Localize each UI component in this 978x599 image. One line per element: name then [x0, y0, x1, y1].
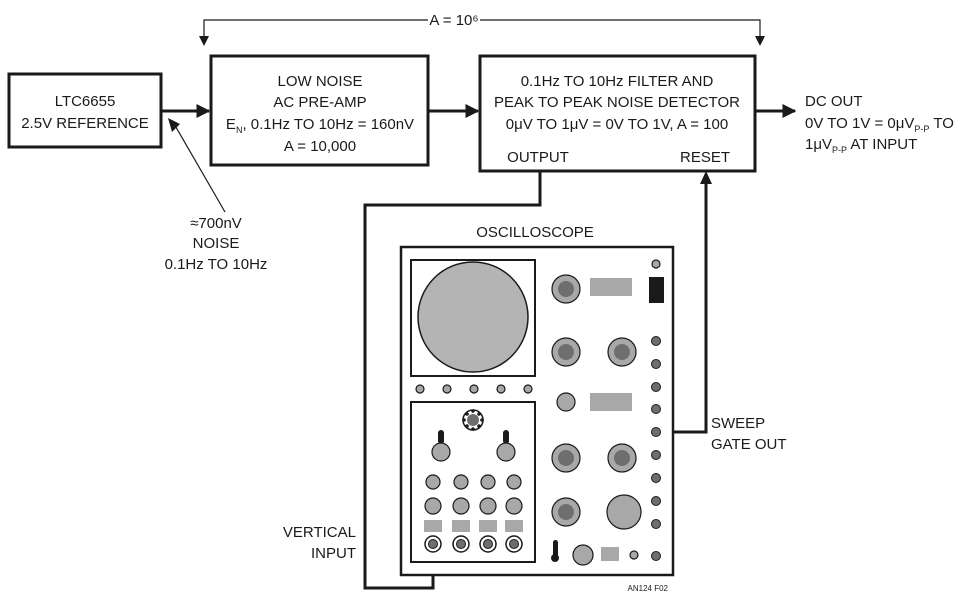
gain-bracket: A = 10⁶	[199, 12, 765, 46]
reference-block: LTC6655 2.5V REFERENCE	[7, 72, 163, 149]
preamp-line2: AC PRE-AMP	[273, 94, 366, 111]
filter-detector-block: 0.1Hz TO 10Hz FILTER AND PEAK TO PEAK NO…	[478, 54, 757, 173]
reset-label: RESET	[680, 149, 730, 166]
preamp-block: LOW NOISE AC PRE-AMP EN, 0.1Hz TO 10Hz =…	[209, 54, 430, 167]
toggle-knobs	[431, 430, 516, 462]
dc-out-scale: 0V TO 1V = 0μVP-P TO	[805, 115, 954, 134]
dc-out-input: 1μVP-P AT INPUT	[805, 136, 917, 155]
reference-name: LTC6655	[55, 93, 116, 110]
filter-line3: 0μV TO 1μV = 0V TO 1V, A = 100	[506, 116, 728, 133]
output-label: OUTPUT	[507, 149, 569, 166]
sweep-label-line1: SWEEP	[711, 415, 765, 432]
noise-leader-arrow	[168, 118, 180, 132]
output-to-vertical-wire	[363, 171, 542, 590]
noise-band: 0.1Hz TO 10Hz	[165, 256, 268, 273]
crt-screen	[417, 261, 529, 373]
noise-value: ≈700nV	[190, 215, 242, 232]
selector-knob	[462, 409, 484, 431]
oscilloscope-title: OSCILLOSCOPE	[476, 224, 594, 241]
dc-out-title: DC OUT	[805, 93, 863, 110]
vertical-knob-grid	[424, 474, 523, 532]
bottom-controls	[551, 540, 639, 566]
filter-line2: PEAK TO PEAK NOISE DETECTOR	[494, 94, 740, 111]
side-jacks	[651, 336, 661, 561]
sweep-label-line2: GATE OUT	[711, 436, 787, 453]
dc-out-note: DC OUT 0V TO 1V = 0μVP-P TO 1μVP-P AT IN…	[805, 93, 954, 155]
timebase-controls	[551, 274, 642, 530]
vertical-label-line2: INPUT	[311, 545, 356, 562]
vertical-input-jacks	[424, 535, 523, 553]
noise-word: NOISE	[193, 235, 240, 252]
preamp-line1: LOW NOISE	[277, 73, 362, 90]
preamp-gain: A = 10,000	[284, 138, 356, 155]
figure-id: AN124 F02	[628, 584, 669, 593]
noise-note: ≈700nV NOISE 0.1Hz TO 10Hz	[165, 215, 268, 273]
reset-arrow	[700, 171, 712, 184]
gain-label: A = 10⁶	[429, 12, 478, 29]
reference-value: 2.5V REFERENCE	[21, 115, 149, 132]
vertical-label-line1: VERTICAL	[283, 524, 356, 541]
oscilloscope	[399, 245, 675, 577]
noise-leader-line	[172, 121, 226, 213]
preamp-noise-spec: EN, 0.1Hz TO 10Hz = 160nV	[226, 116, 414, 135]
filter-line1: 0.1Hz TO 10Hz FILTER AND	[521, 73, 714, 90]
sweep-gate-jack	[651, 427, 661, 437]
power-controls	[649, 259, 664, 303]
crt-adjust-knobs	[415, 384, 533, 394]
